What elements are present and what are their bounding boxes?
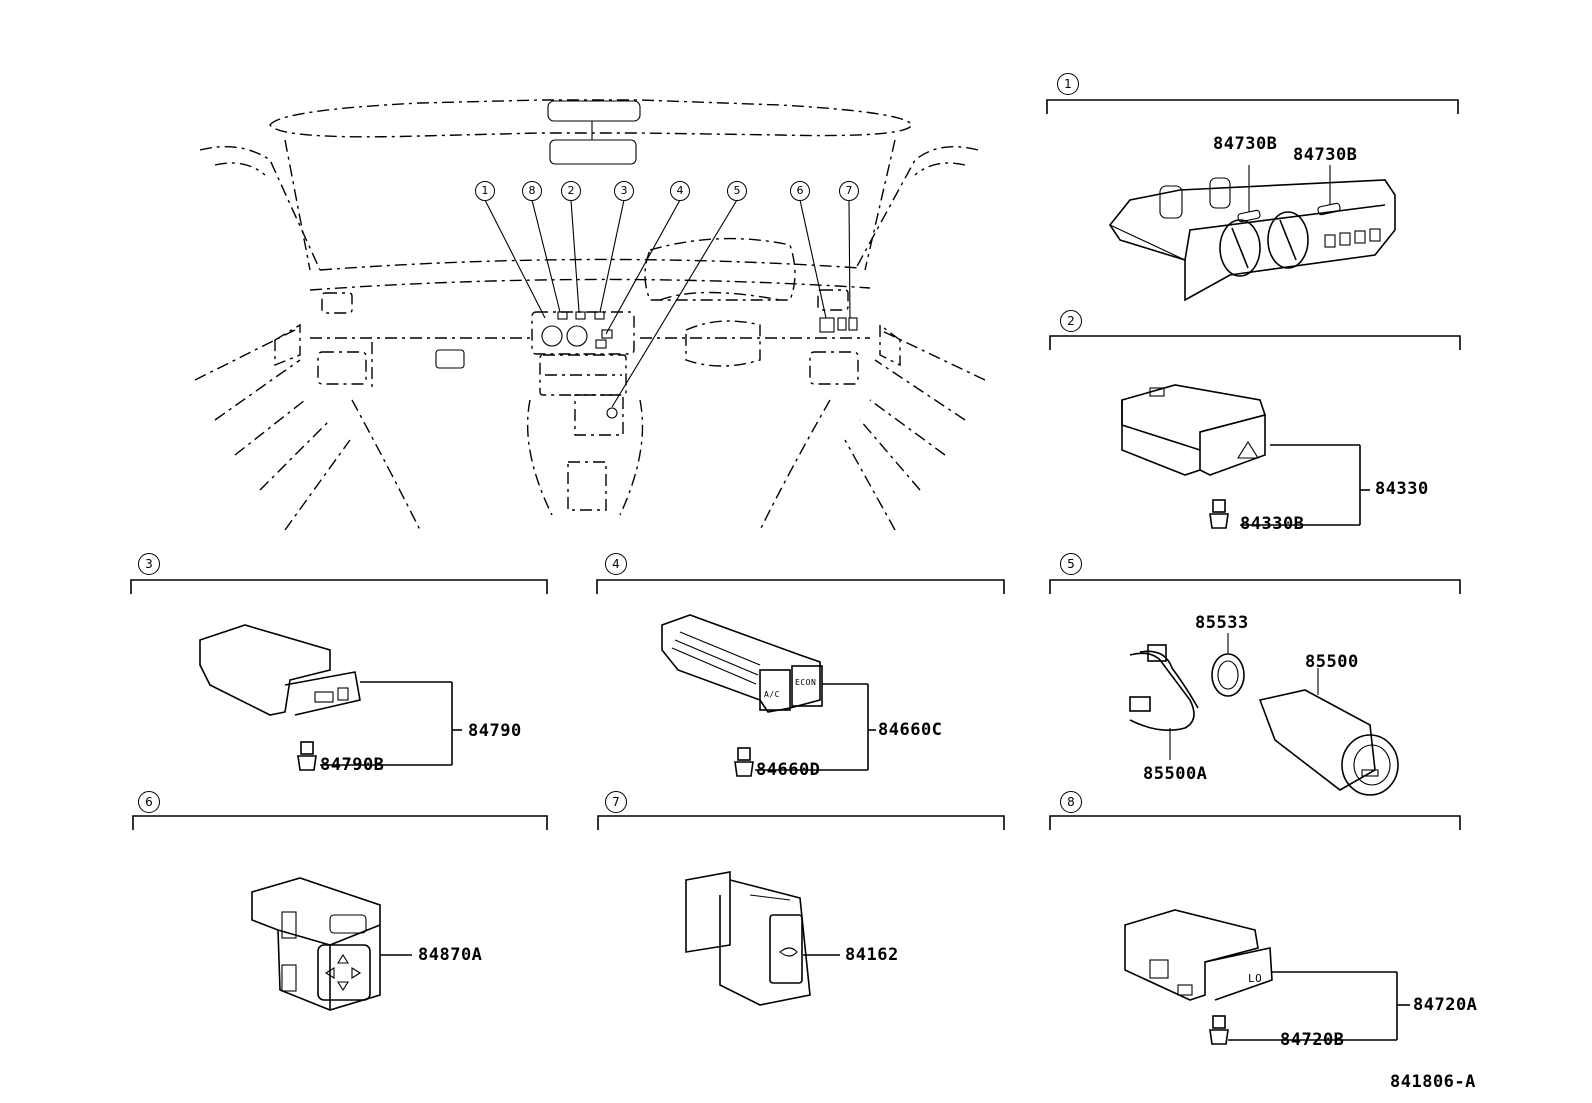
callout-4: 4 <box>670 181 690 201</box>
heater-control-drawing <box>1109 165 1396 302</box>
section-4-marker: 4 <box>605 553 627 575</box>
part-label-84790B: 84790B <box>320 755 385 775</box>
callout-8: 8 <box>522 181 542 201</box>
hazard-switch-drawing <box>1121 384 1370 529</box>
ac-switch-drawing <box>661 614 876 777</box>
callout-6: 6 <box>790 181 810 201</box>
section-1-marker: 1 <box>1057 73 1079 95</box>
part-label-84730B-right: 84730B <box>1293 145 1358 165</box>
part-label-85500: 85500 <box>1305 652 1359 672</box>
part-label-84330B: 84330B <box>1240 514 1305 534</box>
part-label-84162: 84162 <box>845 945 899 965</box>
defogger-switch-drawing <box>199 624 462 771</box>
part-label-84720B: 84720B <box>1280 1030 1345 1050</box>
part-label-84870A: 84870A <box>418 945 483 965</box>
callout-7: 7 <box>839 181 859 201</box>
econ-marking: ECON <box>795 678 817 687</box>
callout-5: 5 <box>727 181 747 201</box>
callout-1: 1 <box>475 181 495 201</box>
section-3-marker: 3 <box>138 553 160 575</box>
part-label-84660D: 84660D <box>756 760 821 780</box>
section-6-marker: 6 <box>138 791 160 813</box>
section-2-marker: 2 <box>1060 310 1082 332</box>
part-label-84790: 84790 <box>468 721 522 741</box>
callout-2: 2 <box>561 181 581 201</box>
section-frames <box>130 99 1461 830</box>
mirror-switch-drawing <box>251 877 412 1011</box>
lighter-drawing <box>1129 633 1399 796</box>
callout-3: 3 <box>614 181 634 201</box>
ac-marking: A/C <box>764 690 780 699</box>
part-label-84330: 84330 <box>1375 479 1429 499</box>
part-label-84730B-left: 84730B <box>1213 134 1278 154</box>
drawing-number: 841806-A <box>1390 1072 1476 1092</box>
lo-marking: LO <box>1248 972 1263 985</box>
dashboard-overview <box>194 99 986 531</box>
fog-switch-drawing <box>685 871 840 1006</box>
section-7-marker: 7 <box>605 791 627 813</box>
part-label-84660C: 84660C <box>878 720 943 740</box>
part-label-85533: 85533 <box>1195 613 1249 633</box>
part-label-84720A: 84720A <box>1413 995 1478 1015</box>
part-label-85500A: 85500A <box>1143 764 1208 784</box>
section-5-marker: 5 <box>1060 553 1082 575</box>
section-8-marker: 8 <box>1060 791 1082 813</box>
lo-switch-drawing <box>1124 909 1410 1045</box>
